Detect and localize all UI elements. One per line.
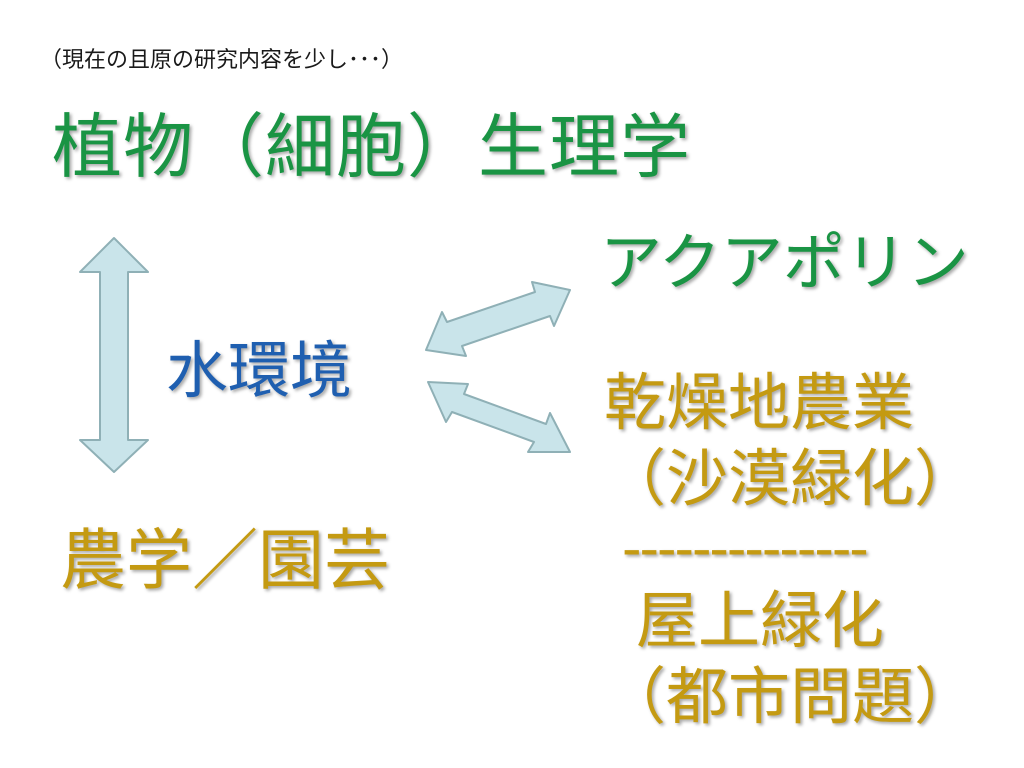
- desert-greening-label: （沙漠緑化）: [604, 442, 977, 515]
- dashed-separator: --------------: [622, 517, 869, 580]
- urban-problems-label: （都市問題）: [604, 660, 977, 733]
- upper-double-arrow: [425, 281, 571, 357]
- lower-double-arrow: [427, 381, 571, 453]
- slide-title: 植物（細胞）生理学: [52, 106, 691, 188]
- rooftop-greening-label: 屋上緑化: [636, 584, 885, 657]
- dryland-agriculture-label: 乾燥地農業: [604, 366, 915, 439]
- slide-subtitle: （現在の且原の研究内容を少し･･･）: [40, 48, 404, 73]
- agriculture-horticulture-label: 農学／園芸: [60, 522, 390, 599]
- vertical-double-arrow: [79, 237, 149, 473]
- water-environment-label: 水環境: [166, 334, 353, 407]
- aquaporin-label: アクアポリン: [600, 226, 969, 299]
